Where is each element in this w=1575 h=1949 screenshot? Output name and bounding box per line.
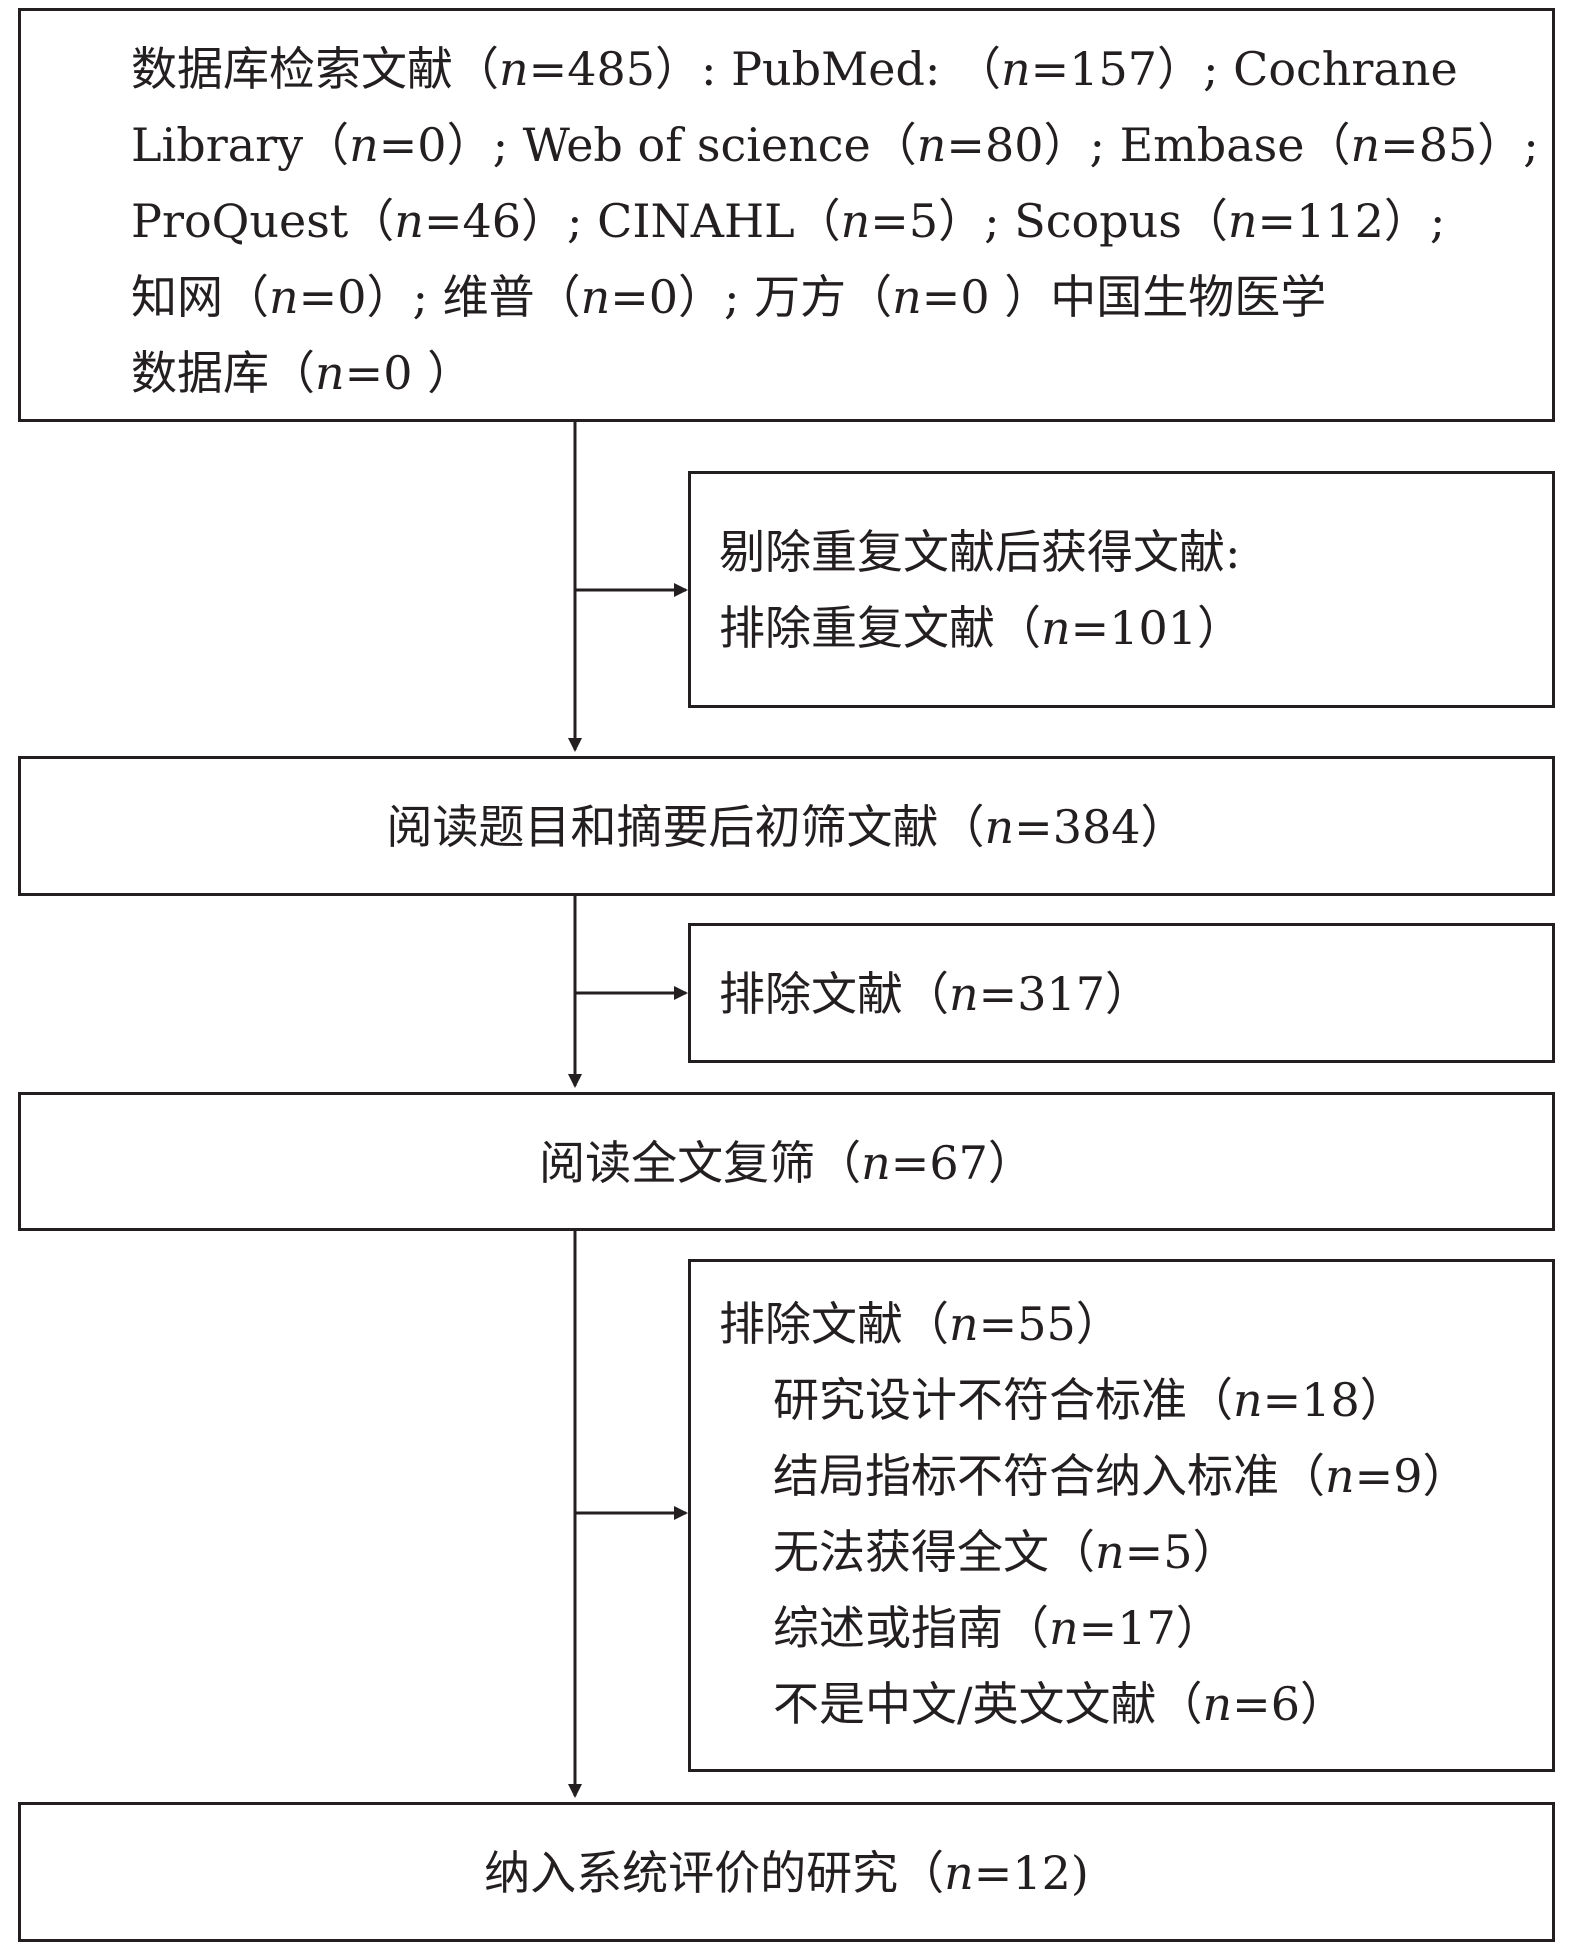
included-text: 纳入系统评价的研究（n=12) (484, 1846, 1089, 1900)
dedup-line-2: 排除重复文献（n=101） (719, 601, 1243, 655)
screening-text: 阅读题目和摘要后初筛文献（n=384） (386, 800, 1187, 854)
search-line-5: 数据库（n=0 ） (131, 346, 474, 400)
fulltext-text: 阅读全文复筛（n=67） (539, 1136, 1034, 1190)
exclude1-box: 排除文献（n=317） (688, 923, 1555, 1063)
exclude-reason: 无法获得全文（n=5） (773, 1525, 1239, 1579)
exclude1-text: 排除文献（n=317） (719, 967, 1151, 1021)
search-box: 数据库检索文献（n=485）: PubMed: （n=157）; Cochran… (18, 8, 1555, 422)
exclude2-title: 排除文献（n=55） (719, 1297, 1122, 1351)
dedup-box: 剔除重复文献后获得文献: 排除重复文献（n=101） (688, 471, 1555, 708)
exclude-reason: 结局指标不符合纳入标准（n=9） (773, 1449, 1469, 1503)
included-box: 纳入系统评价的研究（n=12) (18, 1802, 1555, 1942)
exclude-reason: 综述或指南（n=17） (773, 1601, 1222, 1655)
screening-box: 阅读题目和摘要后初筛文献（n=384） (18, 756, 1555, 896)
dedup-line-1: 剔除重复文献后获得文献: (719, 525, 1241, 579)
fulltext-box: 阅读全文复筛（n=67） (18, 1092, 1555, 1231)
exclude-reason: 研究设计不符合标准（n=18） (773, 1373, 1406, 1427)
search-line-1: 数据库检索文献（n=485）: PubMed: （n=157）; Cochran… (131, 42, 1458, 96)
exclude2-box: 排除文献（n=55） 研究设计不符合标准（n=18） 结局指标不符合纳入标准（n… (688, 1259, 1555, 1772)
search-line-4: 知网（n=0）; 维普（n=0）; 万方（n=0 ）中国生物医学 (131, 270, 1327, 324)
search-line-3: ProQuest（n=46）; CINAHL（n=5）; Scopus（n=11… (131, 194, 1446, 248)
exclude-reason: 不是中文/英文文献（n=6） (773, 1677, 1346, 1731)
search-line-2: Library（n=0）; Web of science（n=80）; Emba… (131, 118, 1539, 172)
